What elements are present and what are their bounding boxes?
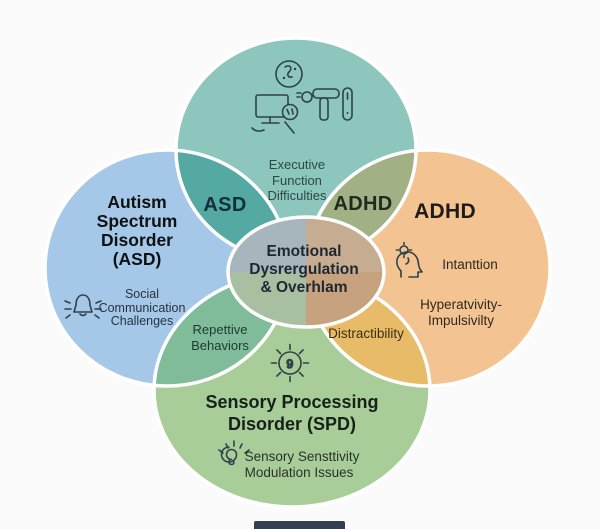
- head-gear-icon: [395, 241, 423, 278]
- sensory-spiral-icon: [218, 440, 250, 466]
- repetitive-behaviors-label: Repettive Behaviors: [191, 322, 249, 353]
- center-overlap-outline: [226, 215, 386, 329]
- asd-lens-label: ASD: [203, 194, 247, 216]
- executive-function-label: Executive Function Difficulties: [267, 157, 327, 203]
- sun-face-number: 9: [287, 357, 294, 371]
- center-overlap-label: Emotional Dysrergulation & Overhlam: [249, 243, 359, 296]
- face-doodle-icon: [275, 60, 303, 88]
- hammer-tool-icon: [296, 87, 353, 121]
- inattention-label: Intanttion: [442, 257, 498, 272]
- adhd-title: ADHD: [414, 200, 476, 223]
- spd-title: Sensory Processing Disorder (SPD): [205, 392, 379, 434]
- sun-face-icon: 9: [270, 343, 310, 383]
- distractibility-lens-region: [306, 273, 430, 386]
- repetitive-lens-region: [154, 273, 289, 386]
- distractibility-label: Distractibility: [328, 326, 404, 341]
- adhd-lens-region: [306, 150, 416, 262]
- watermark-bar: [254, 521, 345, 529]
- social-communication-label: Social Communication Challenges: [98, 287, 186, 328]
- computer-monitor-icon: [251, 94, 299, 134]
- bell-alert-icon: [64, 294, 102, 319]
- asd-lens-region: [176, 150, 289, 262]
- hyperactivity-label: Hyperatvivity- Impulsivilty: [420, 297, 502, 328]
- autism-title: Autism Spectrum Disorder (ASD): [96, 192, 178, 269]
- sensory-sensitivity-label: Sensory Sensttivity Modulation Issues: [244, 449, 360, 480]
- adhd-lens-label: ADHD: [333, 193, 393, 215]
